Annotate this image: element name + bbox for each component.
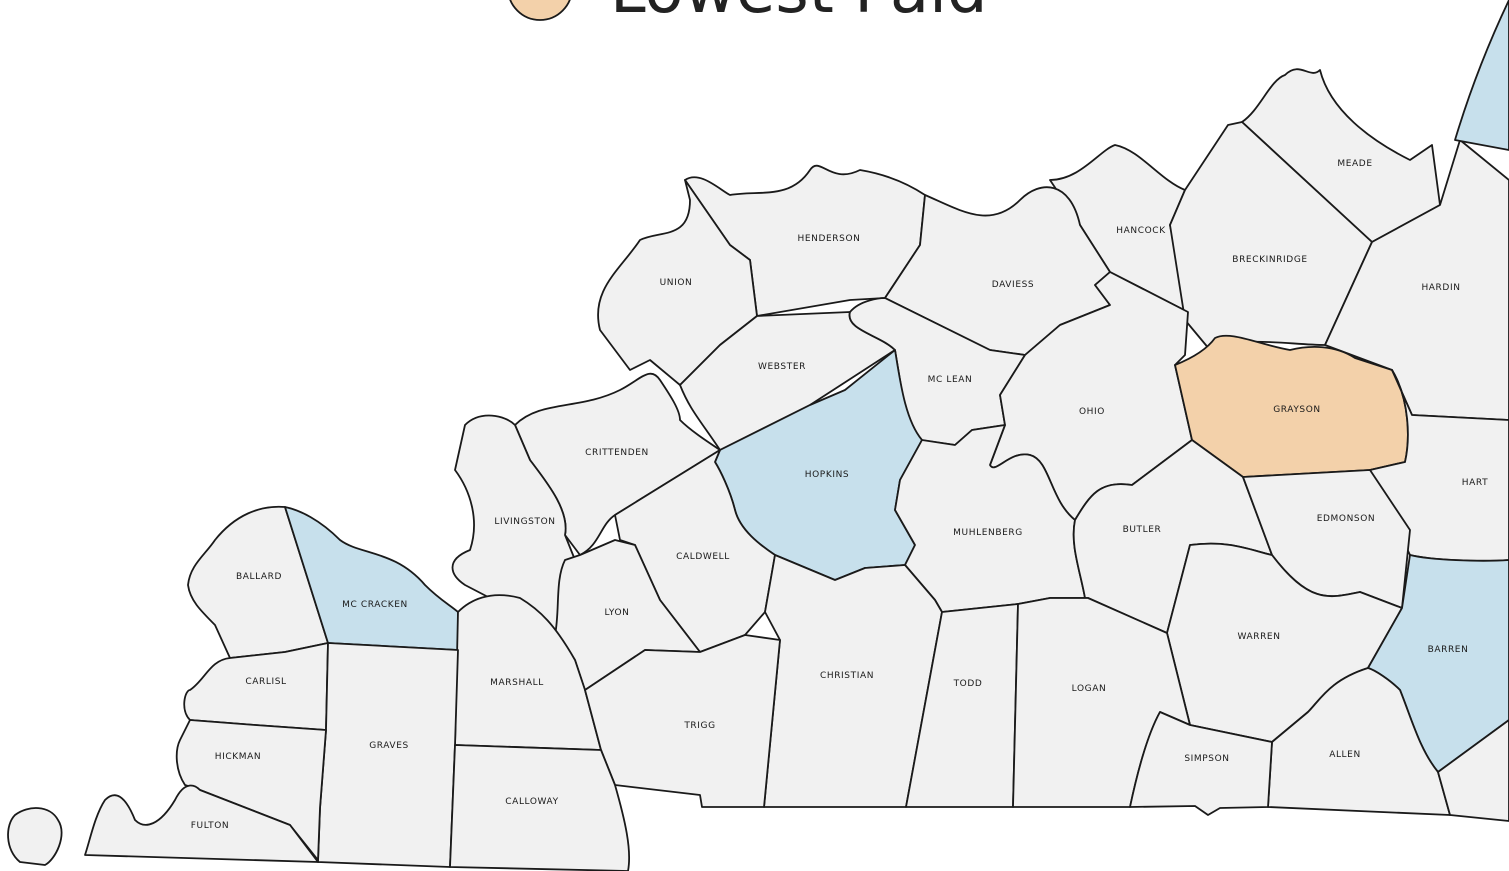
county-upper-right[interactable]	[1454, 0, 1509, 151]
label-henderson: HENDERSON	[798, 234, 861, 244]
label-meade: MEADE	[1337, 159, 1372, 169]
county-labels: MEADE HANCOCK BRECKINRIDGE HARDIN HENDER…	[191, 159, 1488, 831]
label-muhlenberg: MUHLENBERG	[953, 528, 1023, 538]
label-carlisl: CARLISL	[245, 677, 286, 687]
county-fulton[interactable]	[84, 784, 319, 863]
county-graves[interactable]	[317, 642, 459, 868]
county-hickman[interactable]	[175, 719, 327, 861]
legend-label: Lowest Paid	[610, 0, 988, 28]
county-meade[interactable]	[1241, 68, 1441, 243]
county-marshall[interactable]	[454, 594, 602, 751]
label-christian: CHRISTIAN	[820, 671, 874, 681]
label-warren: WARREN	[1237, 632, 1280, 642]
county-henderson[interactable]	[684, 164, 926, 317]
label-mclean: MC LEAN	[928, 375, 973, 385]
label-mccracken: MC CRACKEN	[342, 600, 408, 610]
label-hickman: HICKMAN	[215, 752, 261, 762]
county-mccracken[interactable]	[284, 506, 459, 651]
label-graves: GRAVES	[369, 741, 409, 751]
label-barren: BARREN	[1428, 645, 1469, 655]
label-hopkins: HOPKINS	[805, 470, 849, 480]
label-ballard: BALLARD	[236, 572, 282, 582]
label-calloway: CALLOWAY	[505, 797, 558, 807]
legend: Lowest Paid	[509, 0, 988, 28]
legend-swatch-lowest-paid	[509, 0, 571, 21]
label-allen: ALLEN	[1329, 750, 1361, 760]
label-butler: BUTLER	[1123, 525, 1162, 535]
label-breckinridge: BRECKINRIDGE	[1232, 255, 1307, 265]
label-trigg: TRIGG	[683, 721, 715, 731]
label-grayson: GRAYSON	[1273, 405, 1321, 415]
county-far-right-bottom[interactable]	[1437, 719, 1509, 822]
label-fulton: FULTON	[191, 821, 229, 831]
county-calloway[interactable]	[449, 744, 631, 871]
county-simpson[interactable]	[1129, 711, 1273, 816]
label-crittenden: CRITTENDEN	[585, 448, 649, 458]
counties	[7, 0, 1509, 871]
label-webster: WEBSTER	[758, 362, 806, 372]
label-marshall: MARSHALL	[490, 678, 544, 688]
label-todd: TODD	[953, 679, 983, 689]
label-daviess: DAVIESS	[992, 280, 1034, 290]
label-union: UNION	[660, 278, 693, 288]
label-hancock: HANCOCK	[1116, 226, 1166, 236]
county-union[interactable]	[597, 179, 758, 386]
label-hart: HART	[1462, 478, 1488, 488]
label-simpson: SIMPSON	[1184, 754, 1229, 764]
county-island-fragment[interactable]	[7, 807, 63, 866]
county-ballard[interactable]	[187, 505, 329, 659]
label-livingston: LIVINGSTON	[494, 517, 555, 527]
label-ohio: OHIO	[1079, 407, 1105, 417]
label-caldwell: CALDWELL	[676, 552, 730, 562]
label-logan: LOGAN	[1072, 684, 1107, 694]
label-edmonson: EDMONSON	[1317, 514, 1376, 524]
county-allen[interactable]	[1267, 667, 1451, 816]
label-lyon: LYON	[604, 608, 629, 618]
label-hardin: HARDIN	[1421, 283, 1460, 293]
